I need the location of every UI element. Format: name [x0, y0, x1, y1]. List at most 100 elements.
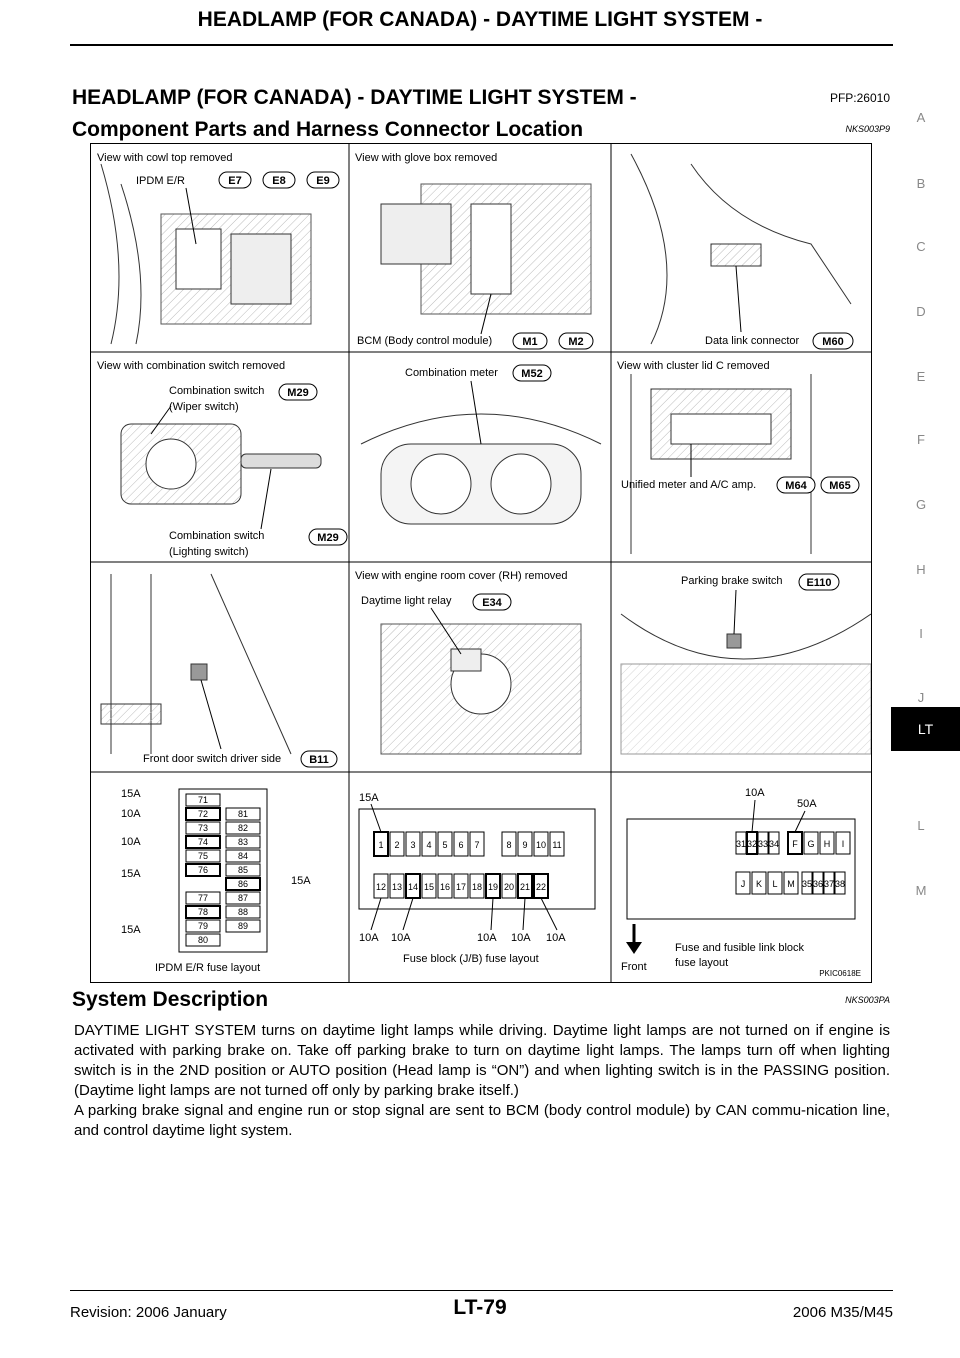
jb-fuse-8: 8 [506, 840, 511, 850]
jb-fuse-20: 20 [504, 882, 514, 892]
panel-parking-brake: Parking brake switch E110 [620, 573, 871, 755]
panel2-caption: View with glove box removed [355, 152, 497, 164]
side-index-l[interactable]: L [917, 818, 925, 833]
footer-page-number: LT-79 [453, 1296, 507, 1319]
header-rule [70, 44, 893, 46]
ipdm-fuse-left-col: 71 72 73 74 75 76 77 78 79 80 [185, 793, 221, 947]
connector-m2: M2 [568, 336, 583, 348]
fuse-75: 75 [198, 851, 208, 861]
jb-amp-10a-19: 10A [477, 932, 497, 944]
jb-fuse-18: 18 [472, 882, 482, 892]
fl-amp-10a: 10A [745, 787, 765, 799]
fuse-77: 77 [198, 893, 208, 903]
side-index-lt-tab[interactable]: LT [891, 707, 960, 751]
amp-10a-72: 10A [121, 808, 141, 820]
side-index-f[interactable]: F [917, 432, 925, 447]
fuse-81: 81 [238, 809, 248, 819]
fl-m: M [787, 879, 795, 889]
ipdm-fuse-amps: 15A 10A 10A 15A 15A 15A [121, 788, 311, 936]
fl-37: 37 [824, 879, 834, 889]
ipdm-fuse-caption: IPDM E/R fuse layout [155, 962, 260, 974]
side-index-d[interactable]: D [916, 304, 926, 319]
front-label: Front [621, 961, 647, 973]
fl-l: L [772, 879, 777, 889]
footer-model: 2006 M35/M45 [792, 1304, 893, 1321]
footer-rule [70, 1290, 893, 1291]
connector-e34: E34 [482, 597, 502, 609]
panel6-caption: View with cluster lid C removed [617, 360, 770, 372]
fl-34: 34 [769, 839, 779, 849]
jb-amp-10a-13: 10A [359, 932, 379, 944]
side-index-c[interactable]: C [916, 239, 926, 254]
connector-m64: M64 [785, 480, 807, 492]
connector-e7: E7 [228, 175, 241, 187]
amp-15a-71: 15A [121, 788, 141, 800]
side-index-e[interactable]: E [916, 369, 926, 384]
jb-fuse-21: 21 [520, 882, 530, 892]
jb-fuse-caption: Fuse block (J/B) fuse layout [403, 953, 539, 965]
figure-code: PKIC0618E [819, 969, 861, 978]
fuse-86: 86 [238, 879, 248, 889]
connector-m29-lighting: M29 [317, 532, 338, 544]
unified-meter-label: Unified meter and A/C amp. [621, 479, 756, 491]
fuse-82: 82 [238, 823, 248, 833]
fuse-83: 83 [238, 837, 248, 847]
jb-fuse-4: 4 [426, 840, 431, 850]
side-index-h[interactable]: H [916, 562, 926, 577]
connector-b11: B11 [309, 754, 329, 766]
panel-ipdm: View with cowl top removed IPDM E/R E7 E… [97, 152, 340, 345]
system-description-para-2: A parking brake signal and engine run or… [74, 1102, 890, 1139]
fuse-78: 78 [198, 907, 208, 917]
panel8-caption: View with engine room cover (RH) removed [355, 570, 568, 582]
fuse-89: 89 [238, 921, 248, 931]
fuse-80: 80 [198, 935, 208, 945]
meter-label: Combination meter [405, 367, 498, 379]
ipdm-fuse-right-col: 81 82 83 84 85 86 87 88 89 [225, 807, 261, 933]
fl-36: 36 [813, 879, 823, 889]
jb-amp-10a-22: 10A [546, 932, 566, 944]
fl-31: 31 [736, 839, 746, 849]
connector-m60: M60 [822, 336, 843, 348]
fl-j: J [741, 879, 746, 889]
side-index-m[interactable]: M [915, 883, 927, 898]
lighting-switch-label-2: (Lighting switch) [169, 546, 248, 558]
panel-door-switch: Front door switch driver side B11 [100, 573, 338, 768]
jb-amp-10a-14: 10A [391, 932, 411, 944]
system-description-body: DAYTIME LIGHT SYSTEM turns on daytime li… [74, 1021, 890, 1141]
jb-fuse-row2: 12 13 14 15 16 17 18 19 20 21 22 [373, 873, 549, 899]
jb-amp-10a-21: 10A [511, 932, 531, 944]
side-index-a[interactable]: A [916, 110, 926, 125]
parking-brake-label: Parking brake switch [681, 575, 783, 587]
section-title: HEADLAMP (FOR CANADA) - DAYTIME LIGHT SY… [72, 86, 637, 109]
side-index-j[interactable]: J [917, 690, 925, 705]
side-index-b[interactable]: B [916, 176, 926, 191]
fl-g: G [807, 839, 814, 849]
connector-m52: M52 [521, 368, 542, 380]
fl-38: 38 [835, 879, 845, 889]
panel-data-link: Data link connector M60 [630, 153, 854, 350]
system-description-title: System Description [72, 988, 269, 1011]
wiper-switch-label-1: Combination switch [169, 385, 264, 397]
jb-fuse-2: 2 [394, 840, 399, 850]
jb-fuse-13: 13 [392, 882, 402, 892]
jb-fuse-11: 11 [552, 840, 561, 850]
panel-ipdm-fuse-layout: 71 72 73 74 75 76 77 78 79 80 81 82 83 8… [121, 788, 311, 974]
panel-unified-meter: View with cluster lid C removed Unified … [617, 360, 860, 554]
fusible-caption-1: Fuse and fusible link block [675, 942, 805, 954]
fuse-85: 85 [238, 865, 248, 875]
fl-k: K [756, 879, 762, 889]
connector-e110: E110 [806, 577, 831, 589]
jb-fuse-row1: 1 2 3 4 5 6 7 8 9 10 11 [373, 831, 565, 857]
panel-daytime-relay: View with engine room cover (RH) removed… [355, 570, 582, 755]
wiper-switch-label-2: (Wiper switch) [169, 401, 239, 413]
side-index-g[interactable]: G [915, 497, 927, 512]
component-location-figure: View with cowl top removed IPDM E/R E7 E… [90, 143, 872, 983]
data-link-label: Data link connector [705, 335, 799, 347]
fuse-79: 79 [198, 921, 208, 931]
side-index-i[interactable]: I [919, 626, 923, 641]
system-description-code: NKS003PA [845, 995, 890, 1005]
connector-m29-wiper: M29 [287, 387, 308, 399]
jb-fuse-1: 1 [378, 840, 383, 850]
fl-h: H [824, 839, 831, 849]
jb-fuse-17: 17 [456, 882, 466, 892]
